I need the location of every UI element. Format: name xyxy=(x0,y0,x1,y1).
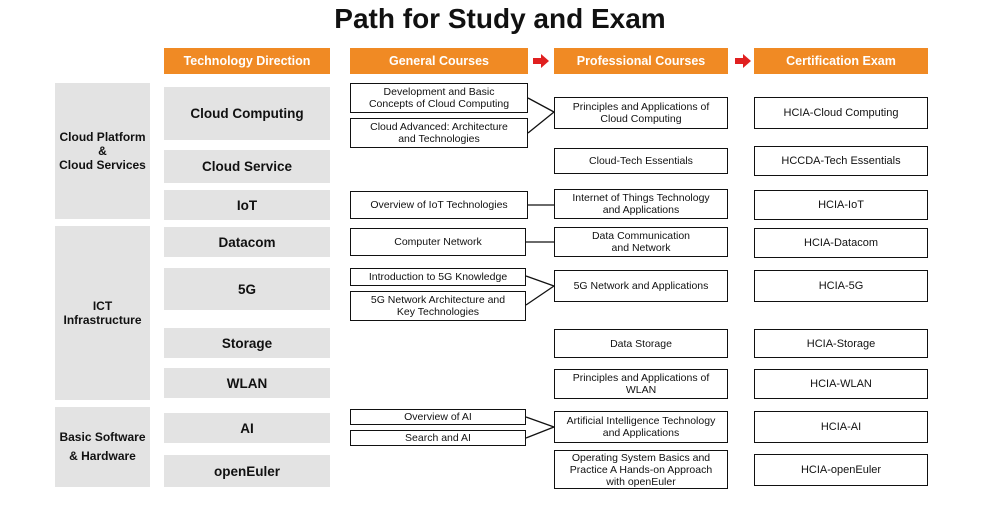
course-overview-ai: Overview of AI xyxy=(350,409,526,425)
prof-cloud-tech-essentials: Cloud-Tech Essentials xyxy=(554,148,728,174)
course-5g-architecture: 5G Network Architecture and Key Technolo… xyxy=(350,291,526,321)
header-professional-courses: Professional Courses xyxy=(554,48,728,74)
cert-hcia-wlan: HCIA-WLAN xyxy=(754,369,928,399)
page-title: Path for Study and Exam xyxy=(334,3,666,34)
prof-cloud-computing: Principles and Applications of Cloud Com… xyxy=(554,97,728,129)
direction-cloud-computing: Cloud Computing xyxy=(164,87,330,140)
group-cloud-platform: Cloud Platform & Cloud Services xyxy=(55,83,150,219)
prof-ai: Artificial Intelligence Technology and A… xyxy=(554,411,728,443)
header-technology-direction: Technology Direction xyxy=(164,48,330,74)
cert-hcia-storage: HCIA-Storage xyxy=(754,329,928,358)
header-general-courses: General Courses xyxy=(350,48,528,74)
course-iot-overview: Overview of IoT Technologies xyxy=(350,191,528,219)
course-computer-network: Computer Network xyxy=(350,228,526,256)
direction-openeuler: openEuler xyxy=(164,455,330,487)
prof-wlan: Principles and Applications of WLAN xyxy=(554,369,728,399)
prof-data-storage: Data Storage xyxy=(554,329,728,358)
direction-5g: 5G xyxy=(164,268,330,310)
direction-datacom: Datacom xyxy=(164,227,330,257)
course-search-ai: Search and AI xyxy=(350,430,526,446)
cert-hcia-openeuler: HCIA-openEuler xyxy=(754,454,928,486)
course-cloud-computing-basics: Development and Basic Concepts of Cloud … xyxy=(350,83,528,113)
direction-ai: AI xyxy=(164,413,330,443)
cert-hcia-ai: HCIA-AI xyxy=(754,411,928,443)
arrow-right-icon xyxy=(735,54,751,68)
direction-storage: Storage xyxy=(164,328,330,358)
cert-hcia-5g: HCIA-5G xyxy=(754,270,928,302)
course-intro-5g: Introduction to 5G Knowledge xyxy=(350,268,526,286)
direction-cloud-service: Cloud Service xyxy=(164,150,330,183)
cert-hcia-datacom: HCIA-Datacom xyxy=(754,228,928,258)
prof-5g: 5G Network and Applications xyxy=(554,270,728,302)
direction-wlan: WLAN xyxy=(164,368,330,398)
cert-hccda-tech-essentials: HCCDA-Tech Essentials xyxy=(754,146,928,176)
group-ict-infrastructure: ICT Infrastructure xyxy=(55,226,150,400)
arrow-right-icon xyxy=(533,54,549,68)
header-certification-exam: Certification Exam xyxy=(754,48,928,74)
course-cloud-advanced: Cloud Advanced: Architecture and Technol… xyxy=(350,118,528,148)
prof-iot: Internet of Things Technology and Applic… xyxy=(554,189,728,219)
direction-iot: IoT xyxy=(164,190,330,220)
prof-openeuler: Operating System Basics and Practice A H… xyxy=(554,450,728,489)
group-basic-software-hardware: Basic Software & Hardware xyxy=(55,407,150,487)
prof-datacom: Data Communication and Network xyxy=(554,227,728,257)
cert-hcia-iot: HCIA-IoT xyxy=(754,190,928,220)
cert-hcia-cloud-computing: HCIA-Cloud Computing xyxy=(754,97,928,129)
